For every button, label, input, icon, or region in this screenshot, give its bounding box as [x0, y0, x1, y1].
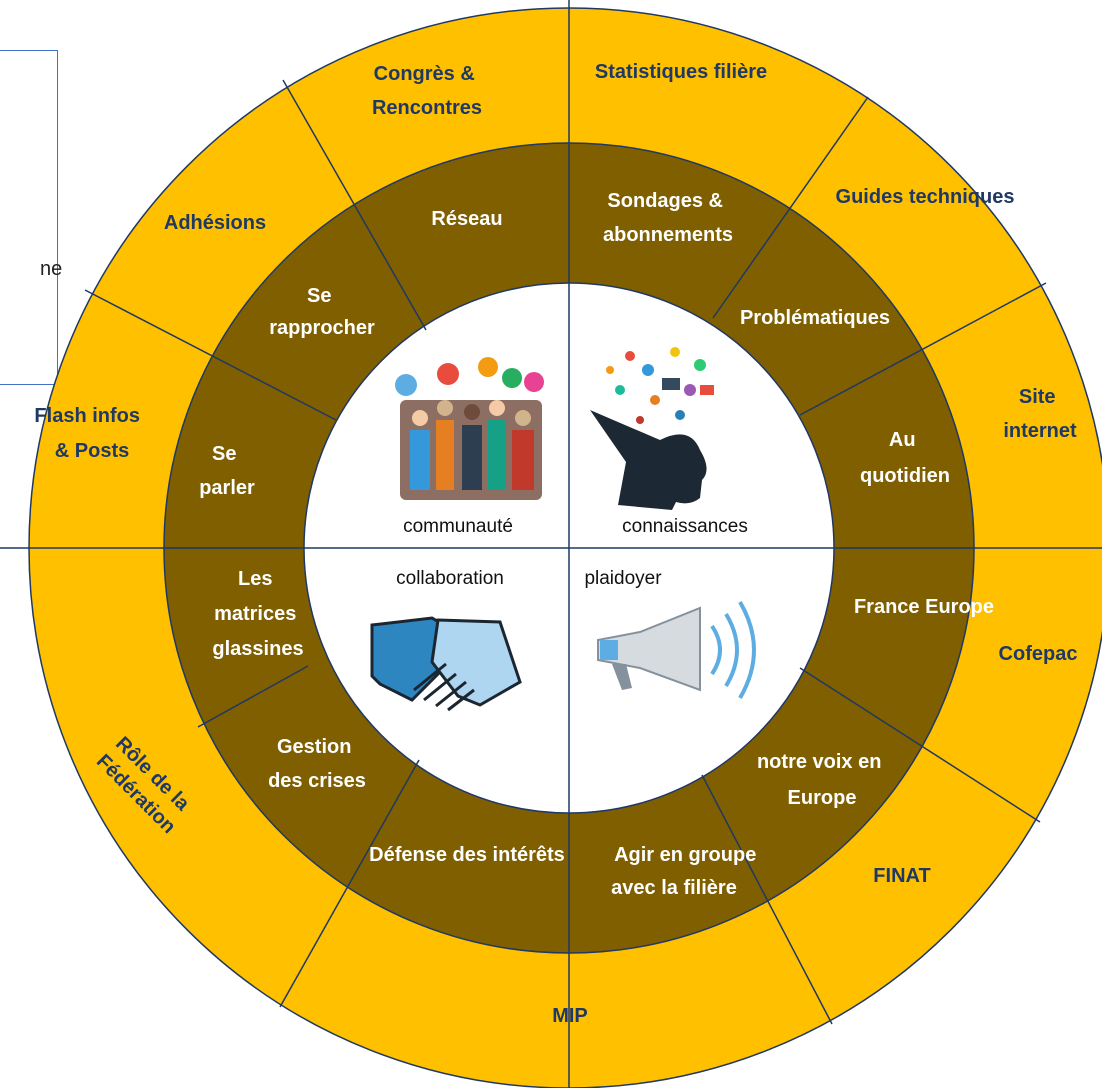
middle-label-sondages: Sondages & abonnements: [603, 190, 733, 246]
middle-label-reseau: Réseau: [431, 208, 502, 230]
outer-spoke: [282, 79, 427, 331]
middle-label-matrices: Les matrices glassines: [212, 568, 303, 660]
middle-label-se-rapprocher: Se rapprocher: [269, 285, 375, 339]
middle-label-gestion: Gestion des crises: [268, 736, 366, 792]
label-plaidoyer: plaidoyer: [584, 568, 662, 589]
outer-label-cofepac: Cofepac: [999, 643, 1078, 665]
head-ideas-icon: [590, 347, 714, 510]
outer-label-mip: MIP: [552, 1005, 588, 1027]
middle-label-defense: Défense des intérêts: [369, 844, 565, 866]
megaphone-icon: [597, 600, 756, 700]
middle-label-notre-voix: notre voix en Europe: [757, 751, 887, 809]
outer-label-congres: Congrès & Rencontres: [372, 63, 482, 119]
middle-label-france-europe: France Europe: [854, 596, 994, 618]
outer-spoke: [799, 667, 1041, 823]
outer-spoke: [799, 282, 1047, 416]
middle-label-problematiques: Problématiques: [740, 307, 890, 329]
people-crowd-icon: [395, 357, 544, 500]
middle-spoke: [197, 665, 309, 728]
outer-label-statistiques: Statistiques filière: [595, 61, 767, 83]
outer-label-guides: Guides techniques: [836, 186, 1015, 208]
middle-label-se-parler: Se parler: [199, 443, 255, 499]
left-text-frame: [0, 50, 58, 385]
left-text-fragment: ne: [40, 258, 63, 280]
label-collaboration: collaboration: [396, 568, 504, 589]
outer-spoke: [701, 774, 833, 1025]
outer-spoke: [279, 759, 420, 1008]
handshake-icon: [370, 616, 522, 712]
outer-spoke: [712, 96, 869, 319]
middle-label-agir: Agir en groupe avec la filière: [611, 844, 762, 899]
outer-label-finat: FINAT: [873, 865, 930, 887]
outer-label-site: Site internet: [1003, 386, 1077, 442]
label-connaissances: connaissances: [622, 516, 748, 537]
outer-label-adhesions: Adhésions: [164, 212, 266, 234]
outer-spoke: [84, 289, 337, 421]
middle-label-au-quotidien: Au quotidien: [860, 429, 950, 487]
label-communaute: communauté: [403, 516, 513, 537]
outer-label-flash: Flash infos & Posts: [34, 405, 145, 462]
